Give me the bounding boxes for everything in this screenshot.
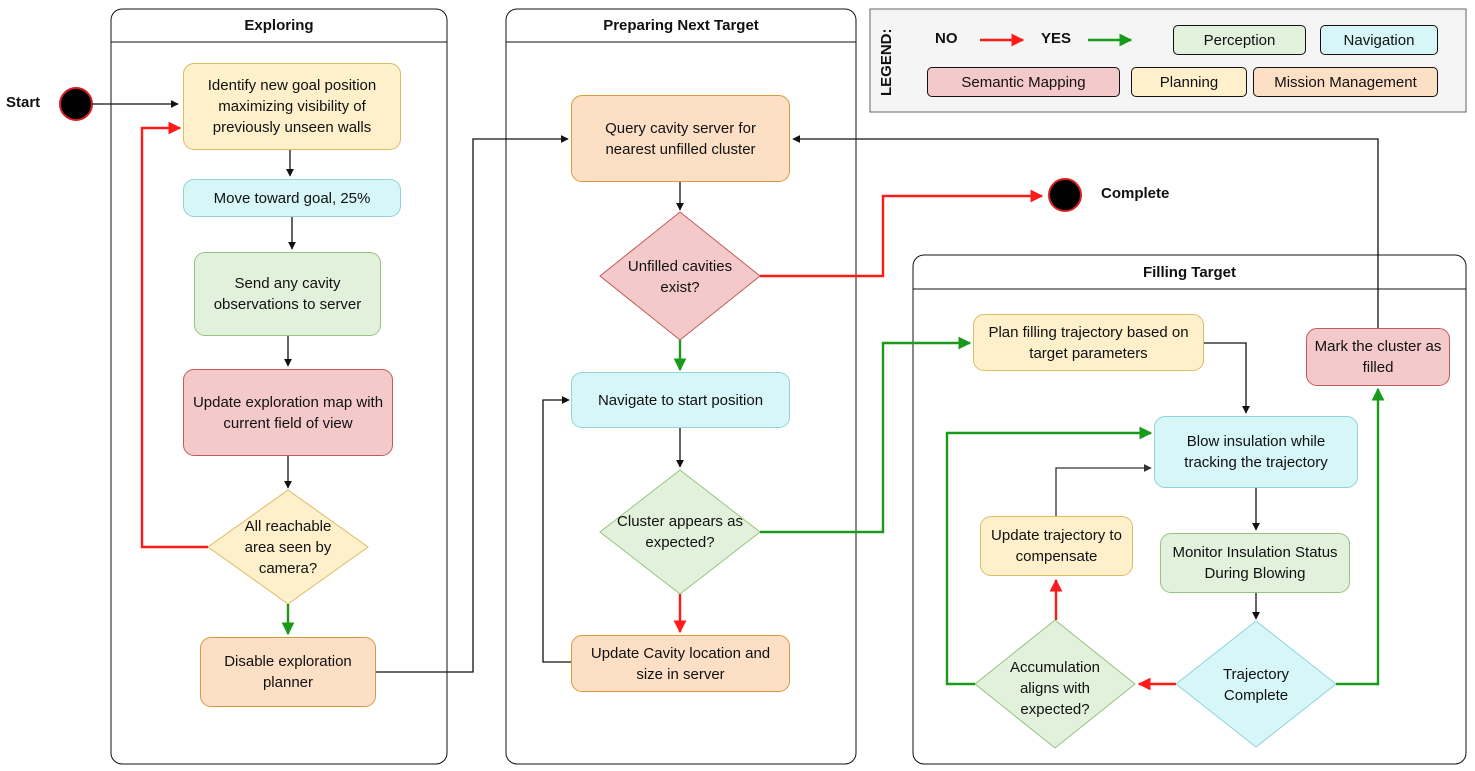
panel-title-exploring: Exploring xyxy=(244,17,314,34)
connectors-yes xyxy=(281,336,1385,686)
label-cluster-expected: Cluster appears as expected? xyxy=(617,513,743,551)
node-move-toward-goal: Move toward goal, 25% xyxy=(183,179,401,217)
node-identify-goal: Identify new goal position maximizing vi… xyxy=(183,63,401,150)
node-navigate-start: Navigate to start position xyxy=(571,372,790,428)
label-trajectory-complete: Trajectory Complete xyxy=(1222,666,1290,704)
connector-gray xyxy=(1055,464,1152,516)
legend-yes-label: YES xyxy=(1041,30,1072,47)
panel-title-filling: Filling Target xyxy=(1142,263,1237,281)
node-update-trajectory: Update trajectory to compensate xyxy=(980,516,1133,576)
start-node xyxy=(59,87,93,121)
panel-title-preparing: Preparing Next Target xyxy=(603,17,759,34)
label-accumulation-aligns: Accumulation aligns with expected? xyxy=(1009,658,1101,718)
node-disable-planner: Disable exploration planner xyxy=(200,637,376,707)
legend-mission-management: Mission Management xyxy=(1253,67,1438,97)
legend-title: LEGEND: xyxy=(878,28,895,96)
decision-accumulation xyxy=(974,619,1136,749)
node-monitor-status: Monitor Insulation Status During Blowing xyxy=(1160,533,1350,593)
node-update-cavity: Update Cavity location and size in serve… xyxy=(571,635,790,692)
label-all-seen: All reachable area seen by camera? xyxy=(244,517,332,577)
node-plan-filling: Plan filling trajectory based on target … xyxy=(973,314,1204,371)
legend-semantic-mapping: Semantic Mapping xyxy=(927,67,1120,97)
legend-navigation: Navigation xyxy=(1320,25,1438,55)
legend-planning: Planning xyxy=(1131,67,1247,97)
complete-node xyxy=(1048,178,1082,212)
connectors-no xyxy=(140,121,1176,691)
label-unfilled-exist: Unfilled cavities exist? xyxy=(627,258,733,296)
legend-perception: Perception xyxy=(1173,25,1306,55)
decision-trajectory-complete xyxy=(1175,620,1337,748)
node-query-cavity: Query cavity server for nearest unfilled… xyxy=(571,95,790,182)
complete-label: Complete xyxy=(1101,185,1170,202)
node-mark-filled: Mark the cluster as filled xyxy=(1306,328,1450,386)
node-blow-insulation: Blow insulation while tracking the traje… xyxy=(1154,416,1358,488)
node-update-exploration-map: Update exploration map with current fiel… xyxy=(183,369,393,456)
node-send-observations: Send any cavity observations to server xyxy=(194,252,381,336)
start-label: Start xyxy=(6,94,41,111)
legend-no-label: NO xyxy=(935,30,958,47)
connectors-black xyxy=(92,100,1379,673)
